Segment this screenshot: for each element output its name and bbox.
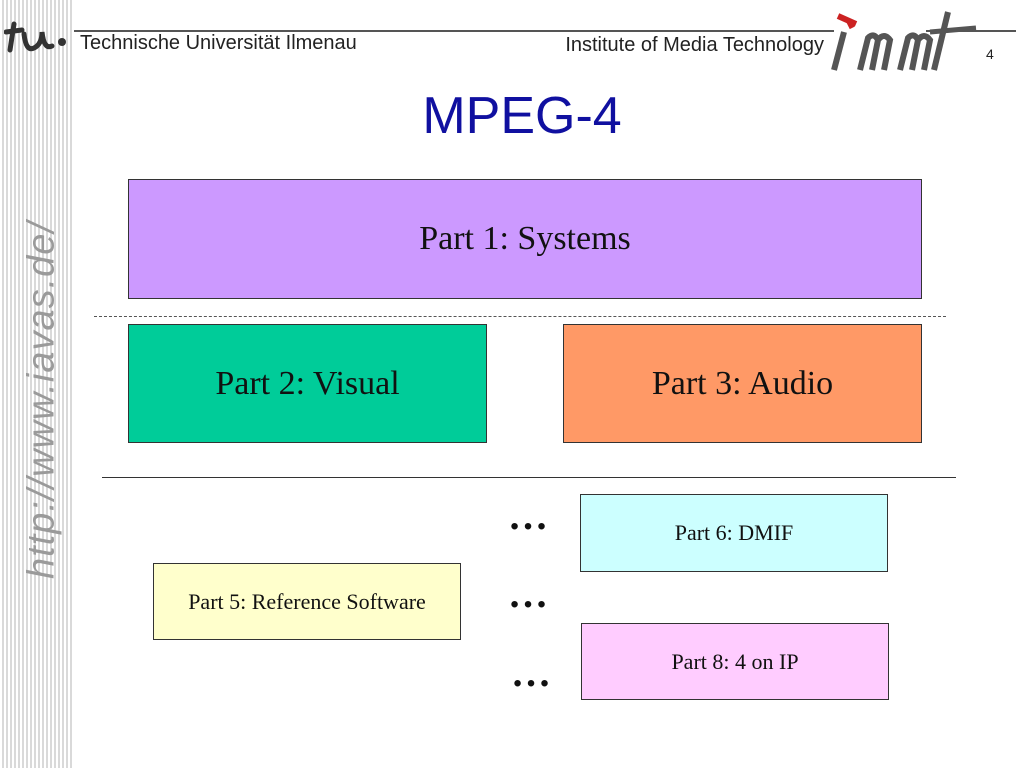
ellipsis-middle: … — [508, 571, 548, 616]
header-line-left — [74, 30, 404, 32]
part3-label: Part 3: Audio — [651, 364, 834, 402]
solid-separator — [102, 477, 956, 478]
university-name: Technische Universität Ilmenau — [80, 32, 357, 54]
slide-title: MPEG-4 — [422, 87, 622, 145]
institute-name: Institute of Media Technology — [565, 34, 824, 56]
header-line-far-right — [926, 30, 1016, 32]
left-striped-strip — [0, 0, 74, 768]
part8-4-on-ip-box: Part 8: 4 on IP — [581, 623, 889, 700]
part6-dmif-box: Part 6: DMIF — [580, 494, 888, 572]
dashed-separator — [94, 316, 946, 317]
header-line-right — [404, 30, 834, 32]
part3-audio-box: Part 3: Audio — [563, 324, 922, 443]
part6-label: Part 6: DMIF — [674, 520, 794, 545]
tu-logo — [4, 21, 66, 53]
slide-number: 4 — [986, 46, 994, 62]
part2-visual-box: Part 2: Visual — [128, 324, 487, 443]
part1-label: Part 1: Systems — [419, 220, 631, 257]
part5-label: Part 5: Reference Software — [188, 588, 426, 614]
side-url-text: http://www.iavas.de/ — [20, 221, 63, 579]
part8-label: Part 8: 4 on IP — [671, 648, 799, 674]
ellipsis-top: … — [508, 493, 548, 538]
imt-logo — [831, 11, 977, 71]
part5-reference-software-box: Part 5: Reference Software — [153, 563, 461, 640]
part2-label: Part 2: Visual — [215, 364, 400, 402]
ellipsis-bottom: … — [511, 650, 551, 695]
part1-systems-box: Part 1: Systems — [128, 179, 922, 299]
